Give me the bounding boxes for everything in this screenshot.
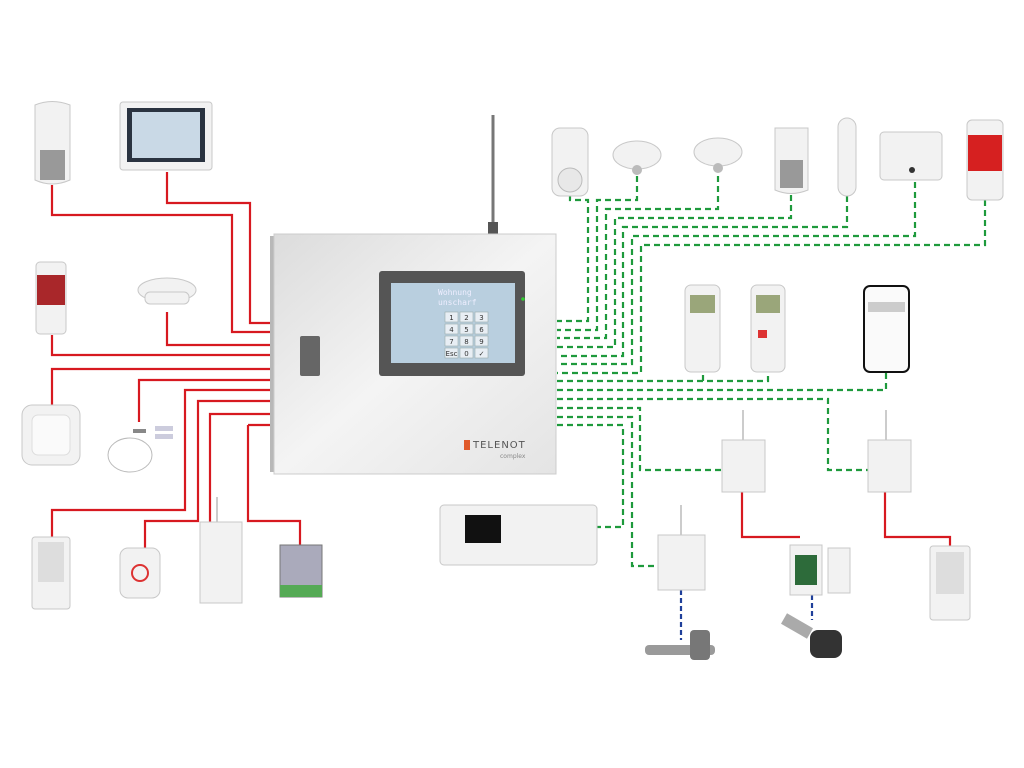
smoke-detector	[137, 277, 197, 305]
magnetic-contact	[107, 426, 173, 473]
key-button[interactable]	[459, 335, 474, 347]
model-name: complex	[500, 453, 526, 460]
beacon	[35, 261, 67, 335]
wire-relay-module	[246, 423, 302, 545]
wireless-connections	[557, 176, 987, 568]
wireless-pir-detector-2	[774, 127, 809, 194]
radio-module	[199, 497, 243, 604]
key-label: 5	[464, 326, 468, 334]
key-label: 6	[479, 326, 484, 334]
wire-repeater-keypad	[883, 492, 952, 546]
wire-emergency-button	[143, 399, 272, 548]
touch-keypad	[119, 101, 213, 171]
wireless-siren	[966, 119, 1004, 201]
wired-connections	[50, 172, 952, 548]
key-label: 8	[464, 338, 468, 346]
handheld-remote-2	[750, 284, 786, 373]
relay-module	[279, 544, 323, 598]
wireless-pir-detector	[551, 127, 589, 197]
antenna-base	[488, 222, 498, 236]
key-button[interactable]	[474, 323, 489, 335]
speaker	[21, 404, 81, 466]
key-label: 2	[464, 314, 468, 322]
wire-keypad-bottom	[50, 388, 272, 537]
radio-glass-break	[557, 182, 917, 366]
brand-logo-icon	[464, 440, 470, 450]
emergency-button	[119, 547, 161, 599]
key-label: 9	[479, 338, 483, 346]
key-button[interactable]	[444, 311, 459, 323]
panel-latch[interactable]	[300, 336, 320, 376]
key-button[interactable]	[474, 347, 489, 359]
wire-contact	[137, 378, 272, 422]
wireless-contact	[837, 117, 857, 197]
radio-phone	[557, 372, 888, 392]
wireless-smoke-detector	[612, 140, 662, 175]
key-label: 1	[449, 314, 453, 322]
radio-handhelds	[557, 372, 770, 383]
radio-smoke-2	[557, 176, 720, 340]
motion-detector	[34, 101, 71, 185]
door-handle-lock	[645, 630, 715, 660]
key-button[interactable]	[459, 323, 474, 335]
wall-keypad-right	[929, 545, 971, 621]
radio-repeater-right	[557, 397, 868, 472]
repeater-right	[867, 410, 912, 493]
wireless-smoke-detector-2	[693, 137, 743, 173]
smartphone-app	[863, 285, 910, 373]
key-button[interactable]	[474, 335, 489, 347]
handheld-remote	[684, 284, 721, 373]
wire-beacon	[50, 335, 272, 357]
keypad-bar	[439, 504, 598, 566]
screen-status-line2: unscharf	[438, 298, 477, 307]
repeater-bottom	[657, 505, 706, 591]
wire-motion-detector	[50, 185, 272, 334]
key-label: 4	[449, 326, 454, 334]
wire-repeater-door-module	[740, 492, 800, 539]
key-button[interactable]	[444, 347, 459, 359]
cylinder-lock	[781, 613, 842, 658]
radio-keypad-bar	[557, 423, 625, 529]
glass-break-detector	[879, 131, 943, 181]
radio-contact	[557, 196, 849, 358]
key-label: 0	[464, 350, 468, 358]
radio-pir-2	[557, 195, 793, 349]
status-led	[521, 297, 525, 301]
wall-keypad	[31, 536, 71, 610]
wire-speaker	[50, 367, 272, 405]
radio-repeater-middle	[557, 406, 722, 472]
key-label: 7	[449, 338, 453, 346]
brand-name: TELENOT	[472, 440, 526, 451]
repeater-middle	[721, 410, 766, 493]
wire-smoke-detector	[165, 312, 272, 347]
key-button[interactable]	[474, 311, 489, 323]
key-button[interactable]	[444, 323, 459, 335]
key-label: ✓	[479, 350, 485, 358]
key-label: Esc	[446, 350, 458, 358]
radio-smoke-1	[557, 176, 639, 332]
wire-touch-keypad	[165, 172, 272, 325]
screen-status-line1: Wohnung	[438, 288, 472, 297]
key-button[interactable]	[459, 347, 474, 359]
wire-radio-module	[208, 412, 272, 522]
key-button[interactable]	[444, 335, 459, 347]
radio-pir	[557, 195, 590, 323]
key-button[interactable]	[459, 311, 474, 323]
door-module	[789, 544, 851, 596]
key-label: 3	[479, 314, 483, 322]
panel-side	[270, 236, 276, 472]
radio-siren	[557, 200, 987, 375]
